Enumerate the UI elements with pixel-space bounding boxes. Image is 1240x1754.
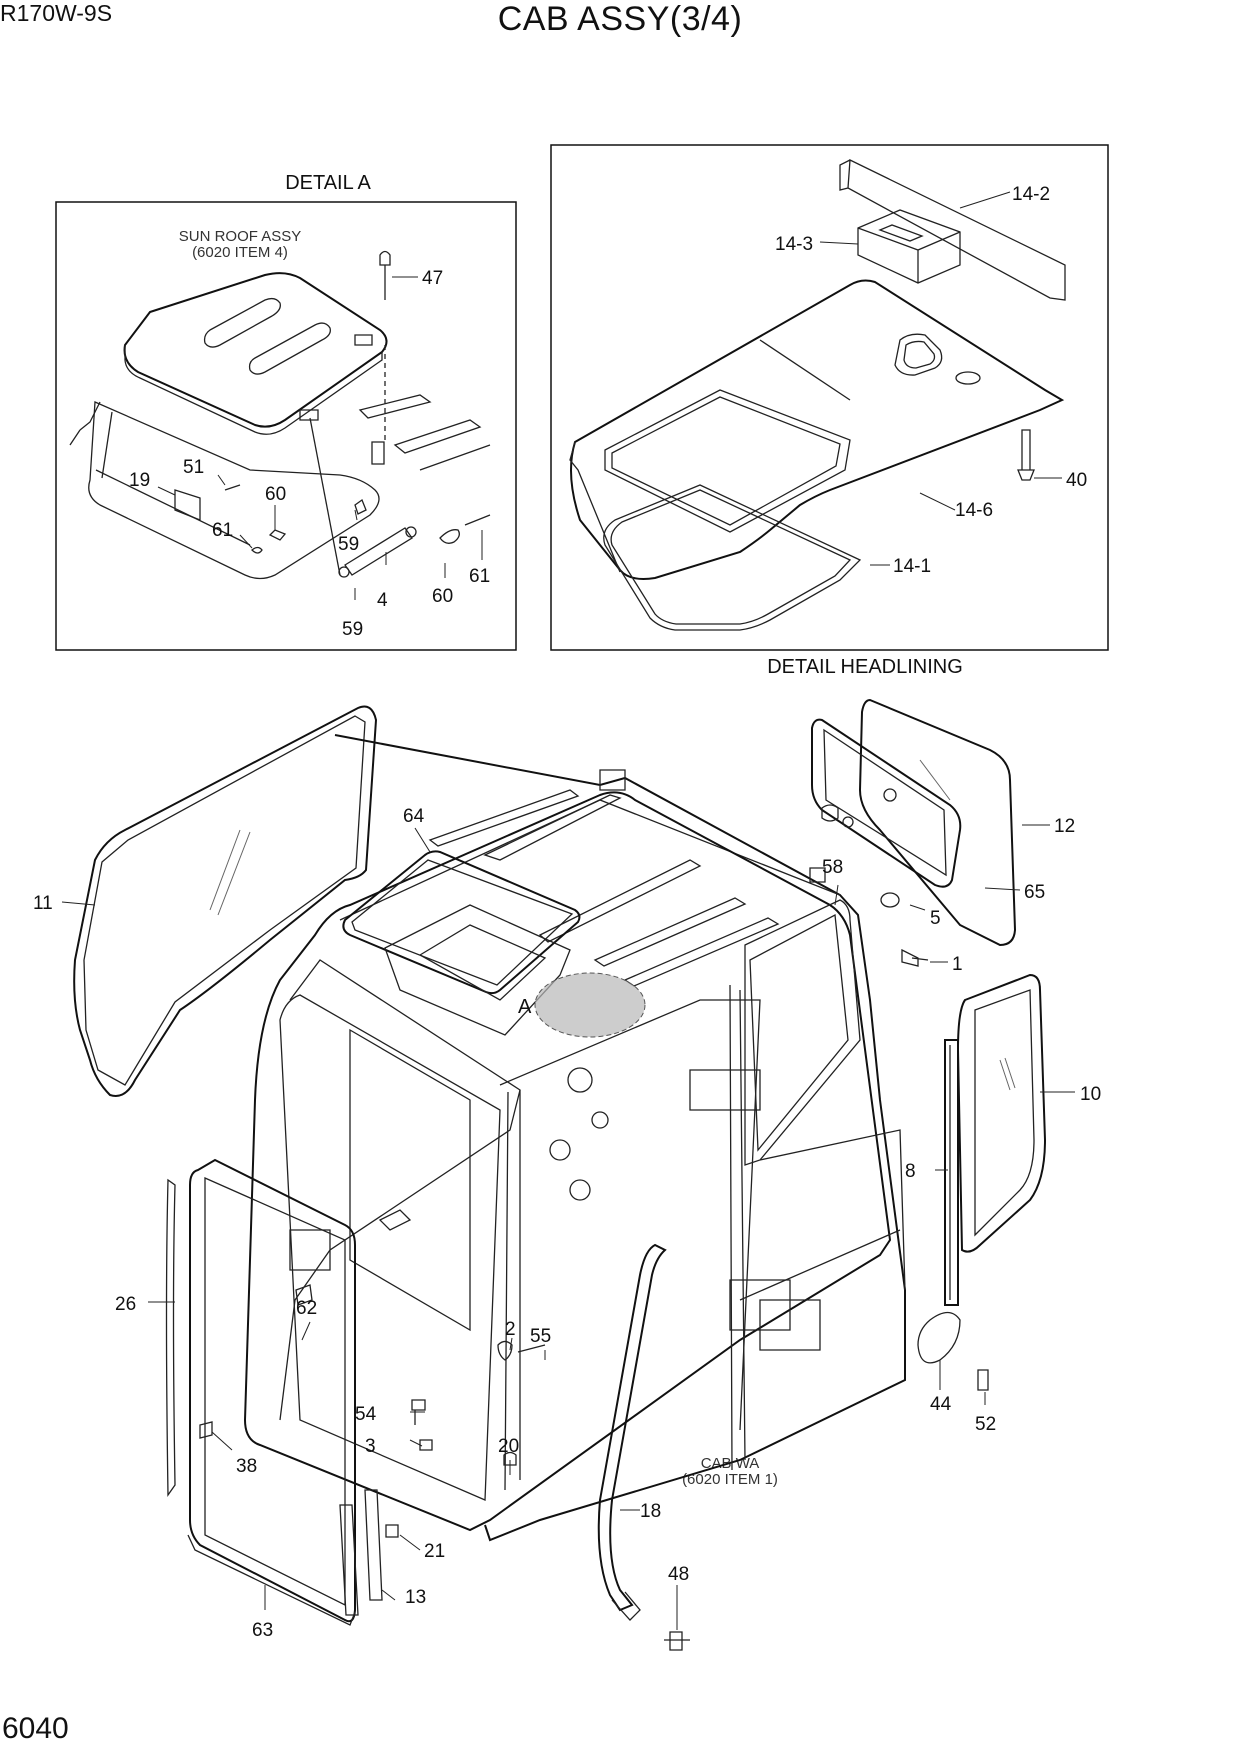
callout-60-right: 60 [432,586,453,607]
zone-a-label: A [518,996,532,1018]
main-view-callouts: A 64 11 58 12 65 5 1 10 8 26 62 2 55 54 … [33,806,1101,1641]
detail-a-caption: DETAIL A [285,172,371,194]
callout-62: 62 [296,1298,317,1319]
callout-61-right: 61 [469,566,490,587]
callout-19: 19 [129,470,150,491]
right-side-glass [956,973,1047,1253]
callout-44: 44 [930,1394,952,1415]
callout-18: 18 [640,1501,661,1522]
callout-60-left: 60 [265,484,286,505]
detail-headlining-frame [550,144,1109,651]
callout-64: 64 [403,806,425,827]
callout-54: 54 [355,1404,377,1425]
sun-roof-panel-drawing [69,250,491,580]
glass-rubber-strip [944,1039,959,1306]
callout-52: 52 [975,1414,996,1435]
callout-65: 65 [1024,882,1045,903]
page-number: 6040 [2,1712,69,1745]
headlining-callouts: 14-2 14-3 40 14-6 14-1 [775,184,1087,577]
rear-window-seal [811,718,962,888]
callout-40: 40 [1066,470,1087,491]
callout-38: 38 [236,1456,257,1477]
callout-59-upper: 59 [338,534,359,555]
callout-51: 51 [183,457,204,478]
sun-roof-note-line2: (6020 ITEM 4) [192,244,288,261]
callout-47: 47 [422,268,443,289]
roof-opening-seal [342,850,581,1036]
detail-a-zone-marker [534,972,646,1038]
callout-26: 26 [115,1294,136,1315]
callout-61-left: 61 [212,520,233,541]
callout-55: 55 [530,1326,551,1347]
callout-11: 11 [33,893,53,914]
right-rear-window-glass [858,698,1017,947]
cab-frame-drawing [243,734,906,1542]
grab-handle [597,1243,667,1621]
callout-14-3: 14-3 [775,234,813,255]
cab-wa-note-line2: (6020 ITEM 1) [682,1471,778,1488]
detail-a-callouts: 47 51 19 60 61 59 59 4 60 61 [129,268,490,640]
door-glass-strip [339,1489,383,1616]
callout-14-2: 14-2 [1012,184,1050,205]
callout-63: 63 [252,1620,273,1641]
detail-a-leader-lines [157,276,483,600]
callout-4: 4 [377,590,388,611]
headlining-leader-lines [819,191,1062,566]
callout-14-1: 14-1 [893,556,931,577]
callout-1: 1 [952,954,963,975]
detail-a-frame [55,201,517,651]
callout-10: 10 [1080,1084,1101,1105]
front-windshield-glass [73,705,378,1097]
callout-13: 13 [405,1587,426,1608]
callout-21: 21 [424,1541,445,1562]
main-leader-lines [61,824,1075,1630]
page-title: CAB ASSY(3/4) [497,0,743,38]
callout-20: 20 [498,1436,519,1457]
callout-12: 12 [1054,816,1075,837]
model-code: R170W-9S [0,0,113,26]
callout-59-lower: 59 [342,619,363,640]
callout-2: 2 [505,1319,516,1340]
detail-headlining-caption: DETAIL HEADLINING [767,656,963,678]
callout-14-6: 14-6 [955,500,993,521]
sun-roof-note-line1: SUN ROOF ASSY [178,228,302,245]
callout-3: 3 [365,1436,376,1457]
callout-48: 48 [668,1564,689,1585]
callout-58: 58 [822,857,843,878]
callout-8: 8 [905,1161,916,1182]
callout-5: 5 [930,908,941,929]
headlining-drawing [569,158,1066,631]
small-hardware-parts [199,804,989,1651]
